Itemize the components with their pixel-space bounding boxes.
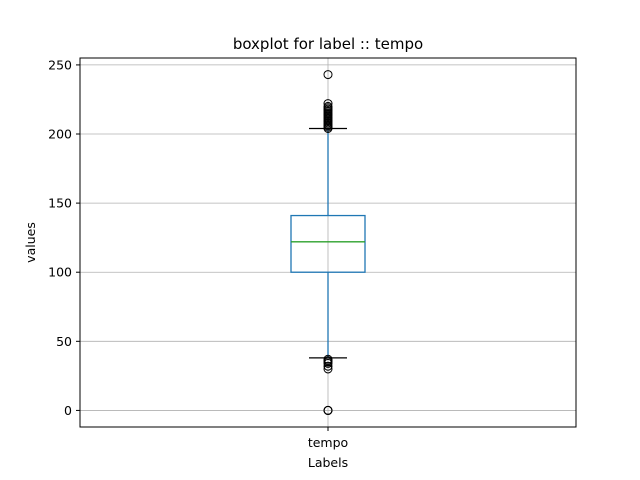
y-tick-label: 250: [48, 57, 72, 72]
outlier-point: [323, 70, 333, 80]
y-tick-label: 50: [56, 334, 72, 349]
outlier-point: [323, 101, 333, 111]
outlier-point: [323, 99, 333, 109]
y-tick-label: 100: [48, 265, 72, 280]
y-tick-label: 200: [48, 127, 72, 142]
tick-layer: 0 50 100 150 200 250 tempo: [48, 57, 348, 450]
outlier-point: [323, 405, 333, 415]
data-layer: [290, 70, 366, 415]
chart-title: boxplot for label :: tempo: [233, 35, 423, 53]
outlier-point: [323, 361, 333, 371]
y-axis-title: values: [23, 222, 38, 263]
y-tick-label: 150: [48, 196, 72, 211]
x-tick-label: tempo: [308, 435, 348, 450]
y-tick-label: 0: [64, 403, 72, 418]
outlier-point: [323, 354, 333, 364]
x-axis-title: Labels: [308, 455, 348, 470]
iqr-box: [290, 214, 366, 273]
